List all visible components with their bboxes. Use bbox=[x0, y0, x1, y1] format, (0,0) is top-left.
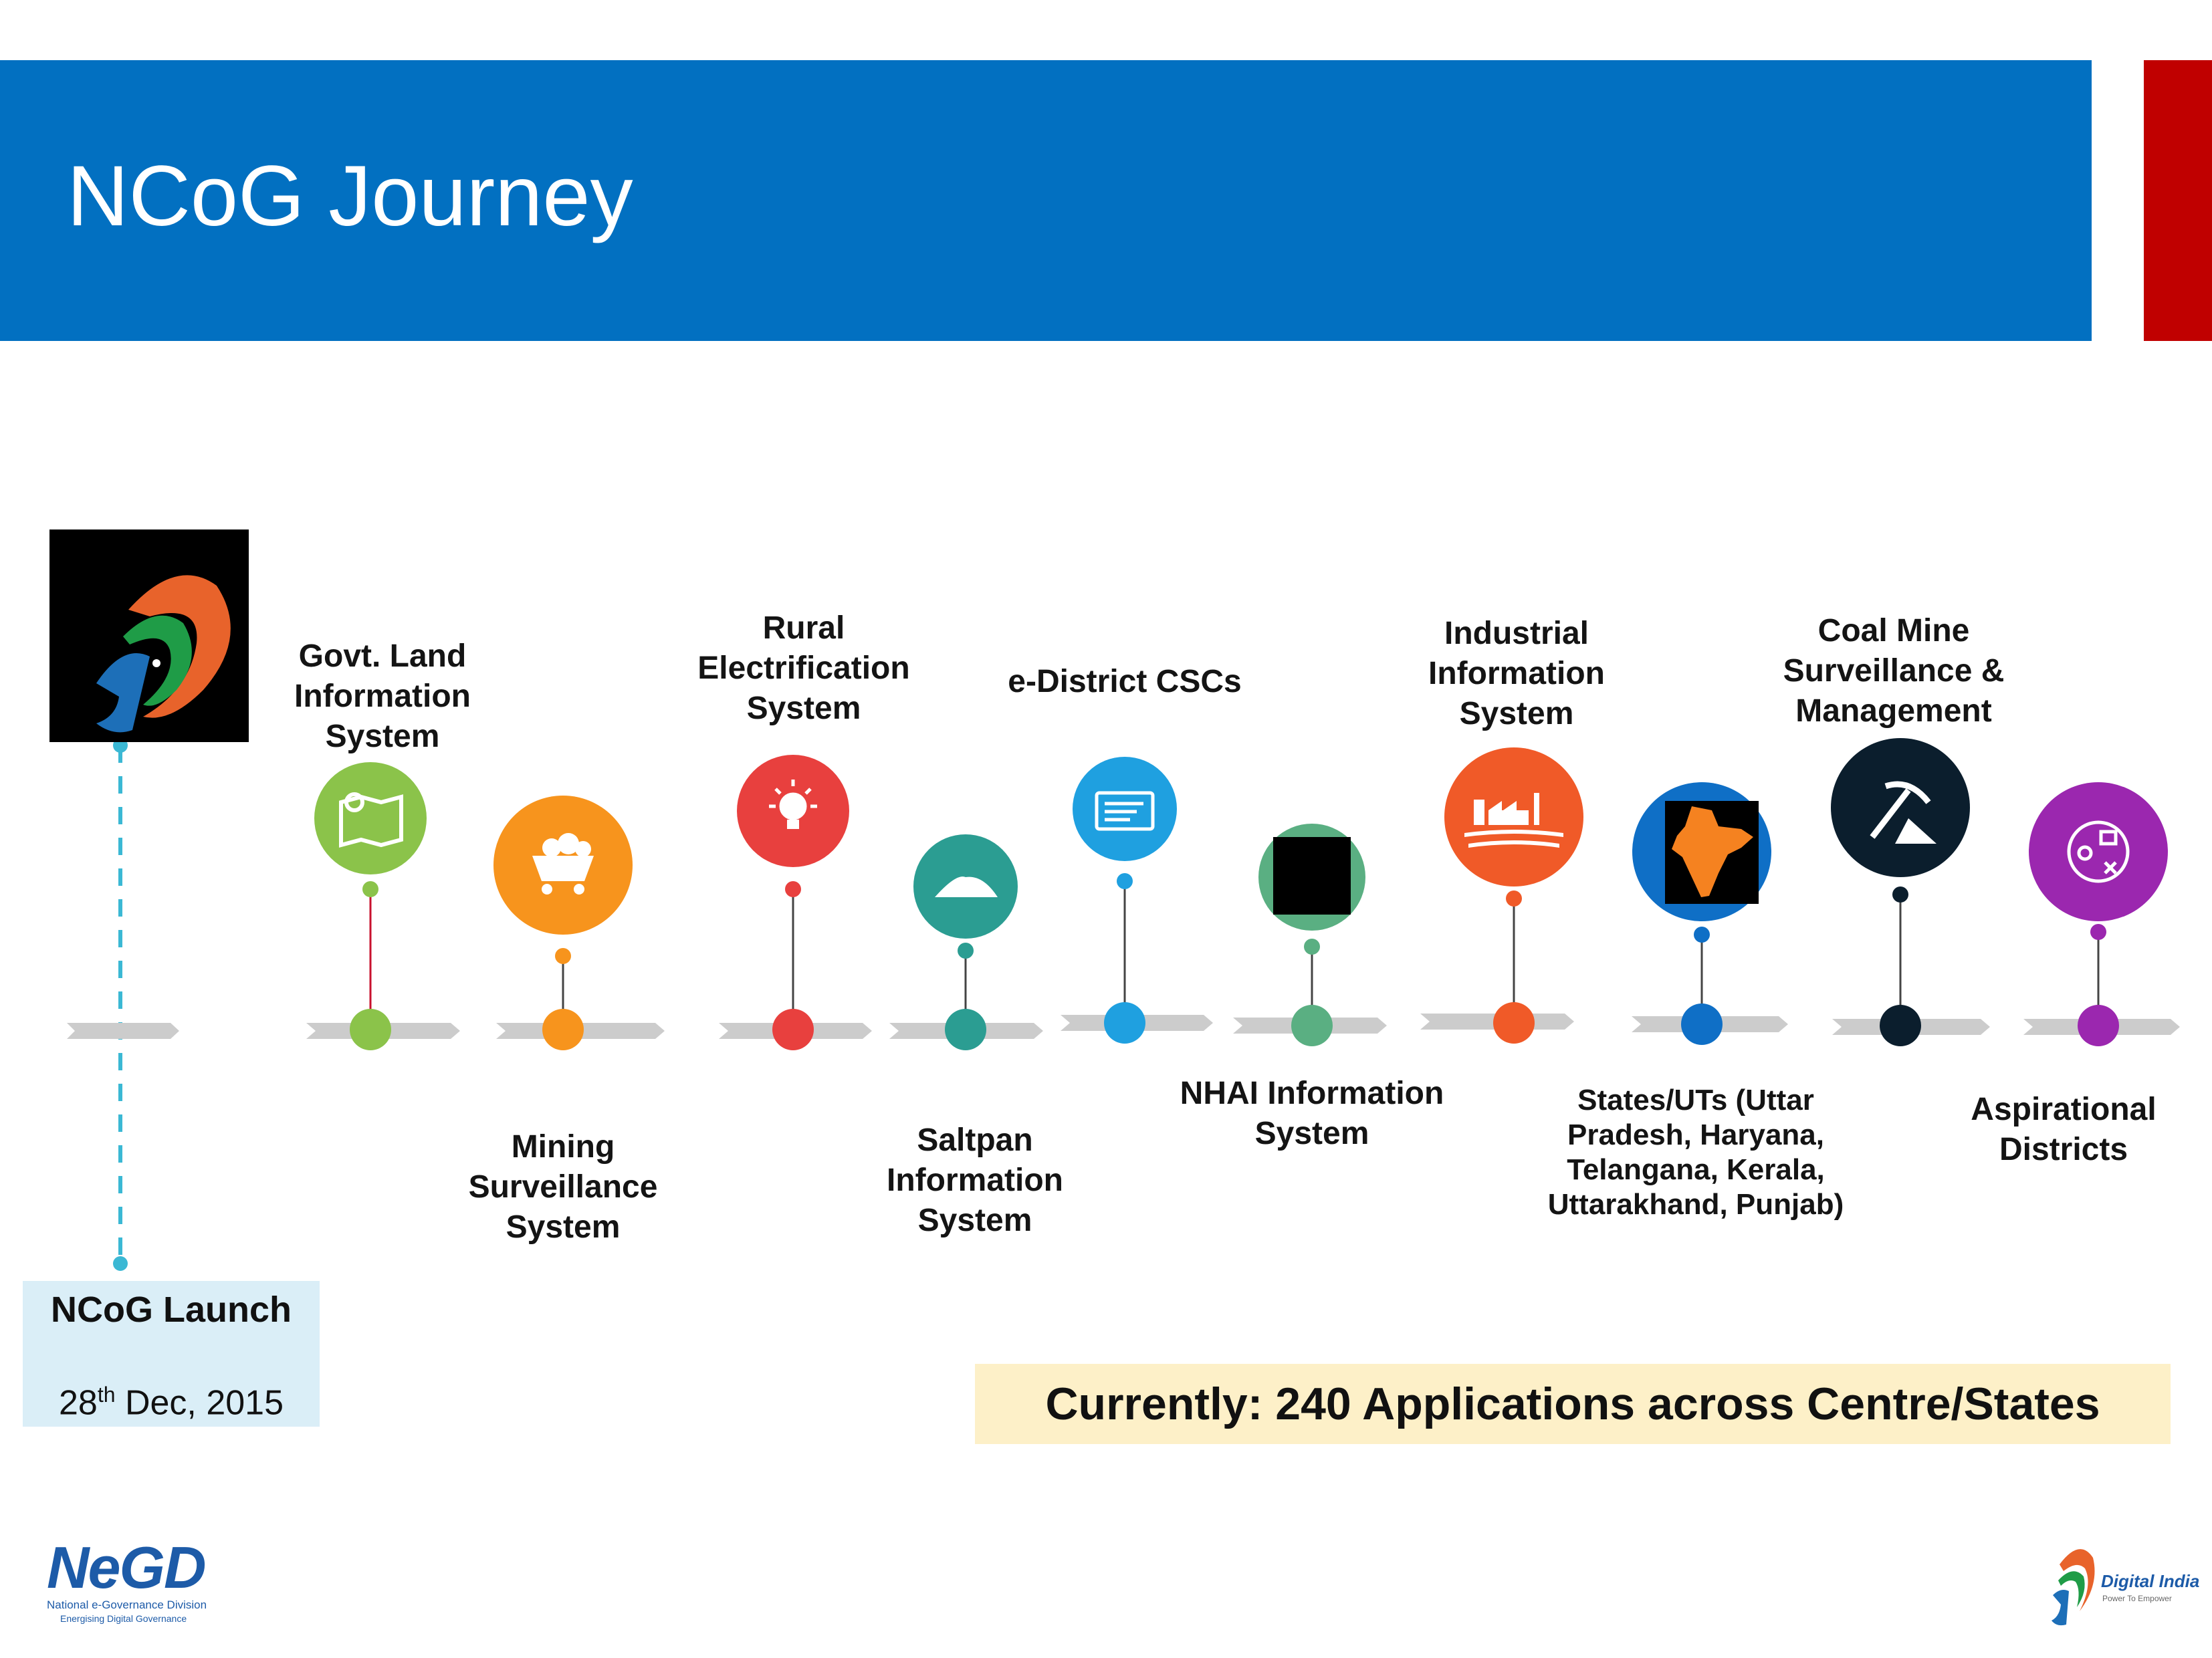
launch-date: 28th Dec, 2015 bbox=[23, 1375, 320, 1423]
digital-india-logo-icon bbox=[96, 575, 231, 733]
negd-logo-text: NeGD bbox=[47, 1534, 207, 1601]
current-status-box: Currently: 240 Applications across Centr… bbox=[975, 1364, 2171, 1444]
milestone-label-e-district: e-District CSCs bbox=[1008, 664, 1242, 699]
milestone-industrial bbox=[1444, 747, 1583, 1044]
launch-date-rest: Dec, 2015 bbox=[115, 1383, 284, 1423]
milestone-label-govt-land: Govt. Land Information System bbox=[294, 638, 471, 754]
timeline-segments bbox=[67, 1014, 2180, 1039]
milestone-label-nhai: NHAI Information System bbox=[1180, 1076, 1444, 1151]
slide-title: NCoG Journey bbox=[67, 148, 633, 244]
milestone-mining bbox=[493, 796, 633, 1050]
salt-pile-icon bbox=[935, 876, 998, 897]
digital-india-logo bbox=[49, 529, 249, 742]
milestone-saltpan bbox=[913, 834, 1018, 1050]
lightbulb-icon bbox=[769, 780, 817, 829]
mining-cart-icon bbox=[532, 833, 594, 895]
negd-logo-tagline: Energising Digital Governance bbox=[60, 1613, 187, 1624]
header-bar bbox=[0, 60, 2092, 341]
milestone-label-mining: Mining Surveillance System bbox=[468, 1129, 658, 1245]
launch-box: NCoG Launch 28th Dec, 2015 bbox=[23, 1281, 320, 1427]
pickaxe-icon bbox=[1895, 818, 1937, 844]
digital-india-footer-tagline: Power To Empower bbox=[2102, 1594, 2172, 1603]
digital-india-mark-icon bbox=[2052, 1549, 2095, 1626]
milestone-e-district bbox=[1073, 757, 1177, 1044]
district-development-icon bbox=[2067, 820, 2130, 883]
launch-date-day: 28 bbox=[58, 1383, 98, 1423]
id-card-icon bbox=[1095, 791, 1155, 831]
milestone-states bbox=[1632, 782, 1771, 1045]
milestone-aspirational bbox=[2029, 782, 2168, 1046]
highway-icon bbox=[1273, 837, 1351, 915]
launch-date-suffix: th bbox=[97, 1383, 116, 1407]
pickaxe-icon bbox=[1831, 738, 1970, 877]
india-map-icon bbox=[1672, 806, 1753, 897]
launch-title: NCoG Launch bbox=[51, 1290, 292, 1330]
land-map-icon bbox=[314, 762, 427, 874]
digital-india-footer-logo: Digital India Power To Empower bbox=[2046, 1538, 2199, 1631]
milestone-label-coal-mine: Coal Mine Surveillance & Management bbox=[1783, 613, 2005, 729]
id-card-icon bbox=[1073, 757, 1177, 861]
negd-logo-subtitle: National e-Governance Division bbox=[47, 1598, 207, 1611]
factory-icon bbox=[1464, 793, 1563, 848]
milestone-nhai bbox=[1258, 824, 1365, 1046]
pickaxe-icon bbox=[1870, 781, 1931, 839]
milestone-rural-electrification bbox=[737, 755, 849, 1050]
land-map-icon bbox=[339, 792, 403, 848]
negd-logo: NeGD National e-Governance Division Ener… bbox=[47, 1538, 247, 1631]
milestone-label-saltpan: Saltpan Information System bbox=[887, 1122, 1063, 1238]
milestone-coal-mine bbox=[1831, 738, 1970, 1046]
timeline-segment bbox=[67, 1023, 179, 1039]
milestone-label-aspirational: Aspirational Districts bbox=[1971, 1092, 2156, 1167]
milestone-govt-land bbox=[314, 762, 427, 1050]
milestone-label-rural-electrification: Rural Electrification System bbox=[697, 610, 910, 726]
district-development-icon bbox=[2029, 782, 2168, 921]
milestone-label-industrial: Industrial Information System bbox=[1428, 616, 1605, 731]
header-accent-tab bbox=[2144, 60, 2212, 341]
digital-india-footer-text: Digital India bbox=[2101, 1571, 2200, 1591]
launch-bottom-dot bbox=[113, 1256, 128, 1271]
milestone-label-states: States/UTs (Uttar Pradesh, Haryana, Tela… bbox=[1547, 1084, 1844, 1221]
current-status-text: Currently: 240 Applications across Centr… bbox=[1045, 1379, 2100, 1429]
